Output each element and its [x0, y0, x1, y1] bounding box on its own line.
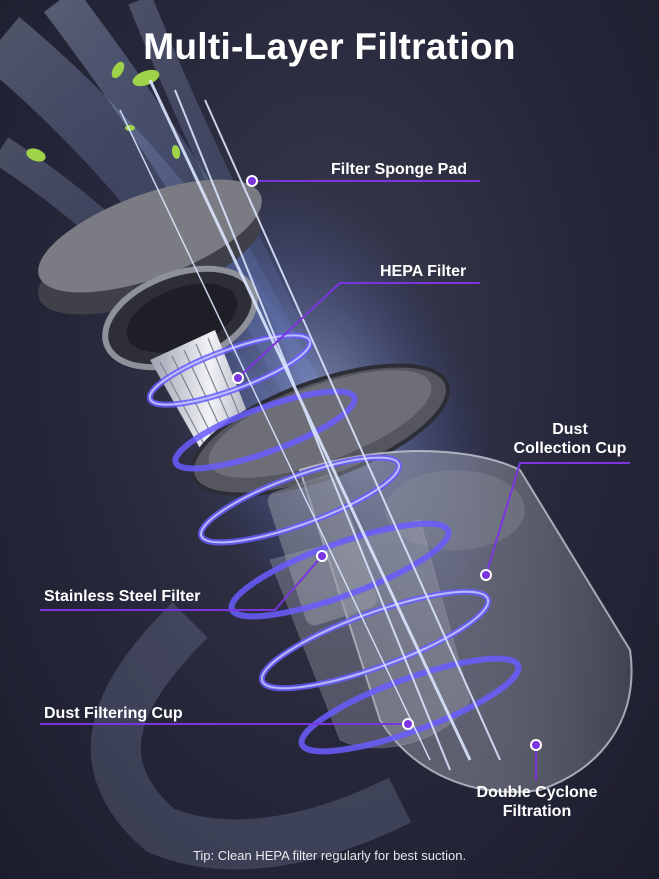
sponge-pad-shape — [38, 179, 262, 315]
callout-lines — [40, 180, 630, 780]
page-title: Multi-Layer Filtration — [143, 26, 516, 67]
label-filter-sponge-pad: Filter Sponge Pad — [331, 161, 468, 178]
callout-dots — [232, 175, 542, 751]
label-dust-collection-cup-line1: Dust — [552, 421, 588, 438]
tip-text: Tip: Clean HEPA filter regularly for bes… — [192, 848, 467, 863]
label-dust-collection-cup-line2: Collection Cup — [513, 440, 627, 457]
lower-airflow — [90, 602, 412, 870]
label-hepa-filter: HEPA Filter — [380, 263, 467, 280]
label-stainless-steel-filter: Stainless Steel Filter — [44, 588, 201, 605]
air-jets — [119, 79, 501, 771]
leaf-particles — [26, 61, 181, 162]
label-double-cyclone-filtration: Double Cyclone Filtration — [462, 783, 612, 821]
label-double-cyclone-line1: Double Cyclone — [476, 784, 598, 801]
label-dust-collection-cup: Dust Collection Cup — [500, 420, 640, 458]
dust-collection-cup-shape — [298, 450, 633, 793]
label-double-cyclone-line2: Filtration — [502, 803, 572, 820]
label-dust-filtering-cup: Dust Filtering Cup — [44, 705, 183, 722]
